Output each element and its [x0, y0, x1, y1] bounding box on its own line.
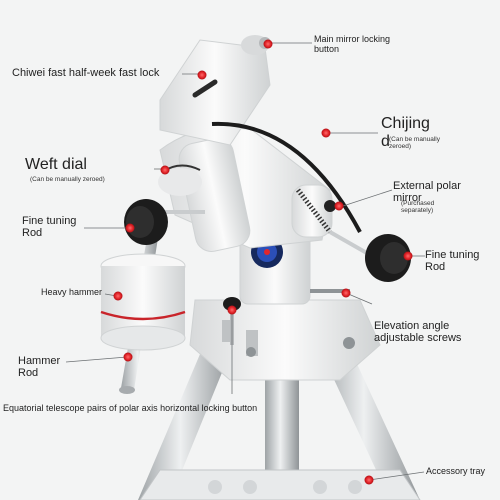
marker-polar-mirror [334, 201, 344, 211]
label-fine-tuning-right: Fine tuning Rod [425, 249, 480, 274]
marker-polar-axis-lock [227, 305, 237, 315]
marker-main-mirror-lock [263, 39, 273, 49]
label-heavy-hammer: Heavy hammer [41, 287, 103, 297]
fine-tuning-cable [211, 121, 362, 233]
label-purchased-note: (Purchased separately) [401, 200, 435, 214]
accessory-tray [139, 469, 421, 500]
label-half-week-lock: Chiwei fast half-week fast lock [12, 67, 160, 79]
label-hammer-rod: Hammer Rod [18, 355, 61, 380]
label-polar-axis-lock: Equatorial telescope pairs of polar axis… [3, 403, 258, 413]
label-accessory-tray: Accessory tray [426, 466, 486, 476]
marker-accessory-tray [364, 475, 374, 485]
label-fine-tuning-left: Fine tuning Rod [22, 215, 77, 240]
label-external-polar-mirror: External polar mirror [393, 180, 461, 205]
marker-chijing [321, 128, 331, 138]
marker-heavy-hammer [113, 291, 123, 301]
label-elevation-screws: Elevation angle adjustable screws [374, 320, 462, 345]
tripod-legs [138, 338, 420, 500]
label-weft-dial: Weft dial [25, 156, 87, 173]
marker-elevation-screws [341, 288, 351, 298]
mount-upper-body [158, 127, 336, 252]
label-main-mirror-lock: Main mirror locking button [314, 34, 391, 54]
marker-half-week-lock [197, 70, 207, 80]
mount-top-block [159, 35, 271, 146]
marker-fine-tuning-right [403, 251, 413, 261]
callout-markers [113, 39, 413, 485]
marker-hammer-rod [123, 352, 133, 362]
leader-lines [65, 42, 425, 481]
marker-fine-tuning-left [125, 223, 135, 233]
label-weft-note: (Can be manually zeroed) [30, 176, 105, 183]
label-chijing-fragment: d [381, 133, 390, 150]
label-chijing-note: (Can be manually zeroed) [389, 136, 440, 150]
fine-tuning-knob-right [329, 230, 411, 282]
marker-weft-dial [160, 165, 170, 175]
polar-lock-knob [223, 297, 241, 311]
counterweight [100, 238, 186, 394]
label-chijing: Chijing [381, 115, 430, 132]
tripod-head [189, 299, 381, 381]
